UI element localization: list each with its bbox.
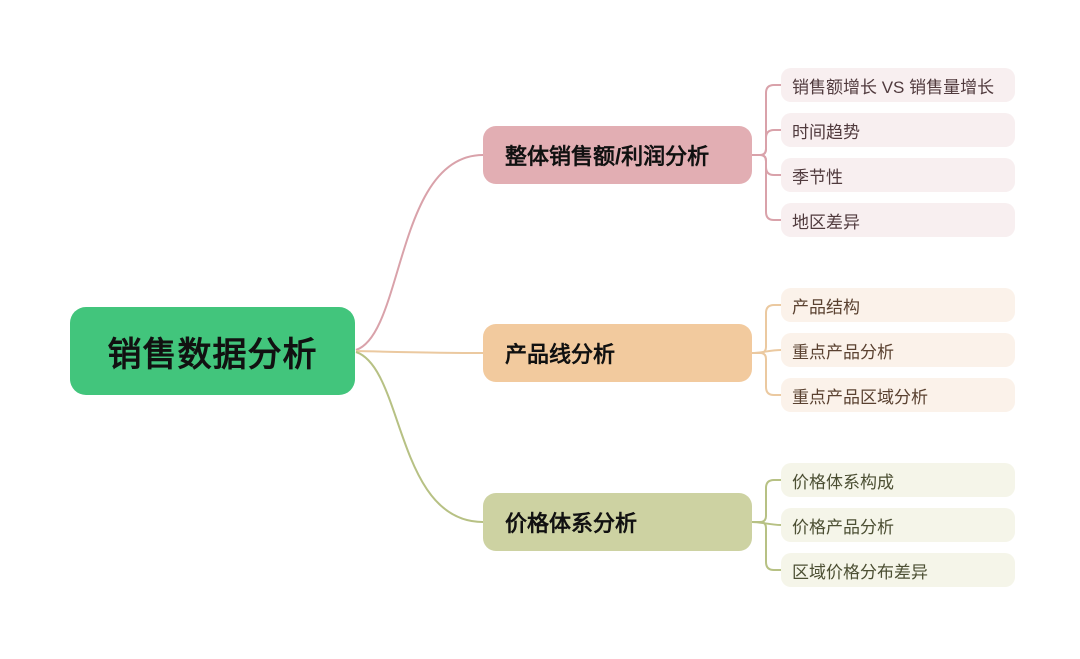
leaf-node-seasonality[interactable]: 季节性	[781, 158, 1015, 192]
connector-root-branch-3	[355, 351, 484, 523]
leaf-node-label: 产品结构	[792, 297, 860, 317]
leaf-node-key-product-regional-analysis[interactable]: 重点产品区域分析	[781, 378, 1015, 412]
connector-branch3-leaf-1	[752, 479, 781, 523]
branch-node-price-system[interactable]: 价格体系分析	[483, 493, 752, 551]
leaf-node-label: 时间趋势	[792, 122, 860, 142]
root-node-label: 销售数据分析	[107, 335, 318, 374]
branch-node-label: 整体销售额/利润分析	[505, 144, 710, 169]
leaf-node-product-structure[interactable]: 产品结构	[781, 288, 1015, 322]
leaf-node-key-product-analysis[interactable]: 重点产品分析	[781, 333, 1015, 367]
leaf-node-regional-difference[interactable]: 地区差异	[781, 203, 1015, 237]
connector-branch1-leaf-4	[752, 154, 781, 221]
branch-node-label: 产品线分析	[505, 342, 616, 367]
connector-branch2-leaf-1	[752, 304, 781, 354]
leaf-node-label: 区域价格分布差异	[792, 562, 928, 582]
connector-branch2-leaf-3	[752, 352, 781, 396]
connector-root-branch-2	[355, 350, 484, 354]
leaf-node-label: 重点产品区域分析	[792, 387, 928, 407]
leaf-node-price-product-analysis[interactable]: 价格产品分析	[781, 508, 1015, 542]
branch-node-overall-sales-profit[interactable]: 整体销售额/利润分析	[483, 126, 752, 184]
root-node-sales-data-analysis[interactable]: 销售数据分析	[70, 307, 355, 395]
leaf-node-label: 价格产品分析	[792, 517, 894, 537]
connector-root-branch-1	[355, 154, 484, 351]
leaf-node-sales-vs-volume-growth[interactable]: 销售额增长 VS 销售量增长	[781, 68, 1015, 102]
leaf-node-regional-price-distribution[interactable]: 区域价格分布差异	[781, 553, 1015, 587]
branch-node-product-line[interactable]: 产品线分析	[483, 324, 752, 382]
leaf-node-label: 季节性	[792, 167, 843, 187]
leaf-node-label: 重点产品分析	[792, 342, 894, 362]
leaf-node-time-trend[interactable]: 时间趋势	[781, 113, 1015, 147]
leaf-node-label: 销售额增长 VS 销售量增长	[792, 77, 995, 97]
connector-branch1-leaf-2	[752, 129, 781, 156]
connector-branch3-leaf-3	[752, 521, 781, 571]
leaf-node-label: 地区差异	[792, 212, 860, 232]
leaf-node-label: 价格体系构成	[792, 472, 894, 492]
leaf-node-price-system-composition[interactable]: 价格体系构成	[781, 463, 1015, 497]
branch-node-label: 价格体系分析	[505, 511, 638, 536]
